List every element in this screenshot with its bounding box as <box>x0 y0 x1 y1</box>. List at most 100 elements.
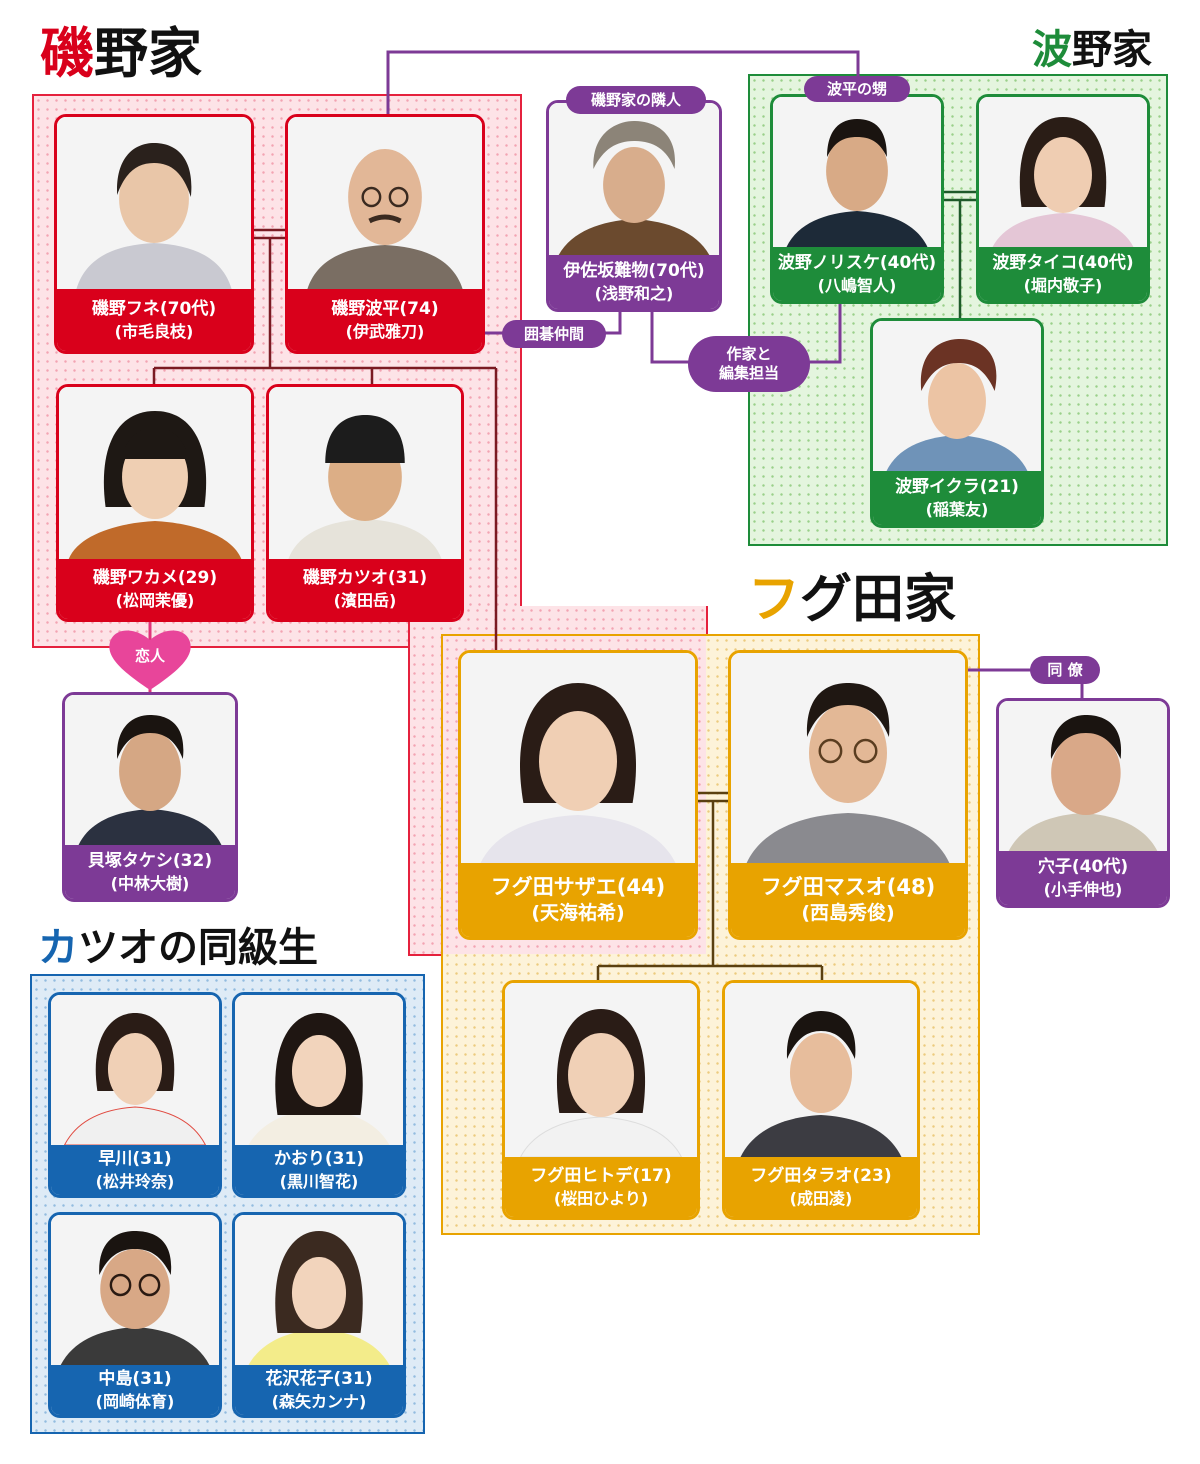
neighbor-label: 磯野家の隣人 <box>566 86 706 114</box>
person-card-fune[interactable]: 磯野フネ(70代) (市毛良枝) <box>54 114 254 354</box>
portrait-icon <box>725 983 917 1157</box>
person-name: フグ田サザエ(44) <box>490 875 666 899</box>
fuguta-marriage-line <box>697 791 729 803</box>
anago-photo <box>999 701 1167 851</box>
actor-name: (市毛良枝) <box>114 321 194 341</box>
person-name: 花沢花子(31) <box>265 1368 373 1389</box>
person-name: 磯野フネ(70代) <box>91 298 217 319</box>
person-card-hayakawa[interactable]: 早川(31) (松井玲奈) <box>48 992 222 1198</box>
masuo-caption: フグ田マスオ(48) (西島秀俊) <box>731 863 965 937</box>
fune-caption: 磯野フネ(70代) (市毛良枝) <box>57 289 251 351</box>
person-card-hanazawa[interactable]: 花沢花子(31) (森矢カンナ) <box>232 1212 406 1418</box>
actor-name: (成田凌) <box>789 1188 853 1208</box>
hanazawa-caption: 花沢花子(31) (森矢カンナ) <box>235 1365 403 1415</box>
portrait-icon <box>549 103 719 255</box>
person-card-hitode[interactable]: フグ田ヒトデ(17) (桜田ひより) <box>502 980 700 1220</box>
fuguta-title-accent: フ <box>748 569 801 630</box>
sazae-caption: フグ田サザエ(44) (天海祐希) <box>461 863 695 937</box>
person-card-masuo[interactable]: フグ田マスオ(48) (西島秀俊) <box>728 650 968 940</box>
kaizuka-photo <box>65 695 235 845</box>
person-name: 磯野ワカメ(29) <box>92 567 218 588</box>
portrait-icon <box>979 97 1147 247</box>
person-card-kaizuka[interactable]: 貝塚タケシ(32) (中林大樹) <box>62 692 238 902</box>
isasaka-photo <box>549 103 719 255</box>
masuo-photo <box>731 653 965 863</box>
namino-title-accent: 波 <box>1032 26 1072 73</box>
norisuke-caption: 波野ノリスケ(40代) (八嶋智人) <box>773 247 941 301</box>
writer-editor-label: 作家と 編集担当 <box>688 336 810 392</box>
actor-name: (西島秀俊) <box>801 902 895 925</box>
classmates-title: カツオの同級生 <box>38 928 318 968</box>
classmates-title-rest: ツオの同級生 <box>78 924 318 971</box>
classmates-title-accent: カ <box>38 924 78 971</box>
person-card-anago[interactable]: 穴子(40代) (小手伸也) <box>996 698 1170 908</box>
writer-editor-label-line2: 編集担当 <box>718 364 779 382</box>
person-name: 波野タイコ(40代) <box>992 252 1134 273</box>
anago-caption: 穴子(40代) (小手伸也) <box>999 851 1167 905</box>
katsuo-caption: 磯野カツオ(31) (濱田岳) <box>269 559 461 619</box>
person-card-katsuo[interactable]: 磯野カツオ(31) (濱田岳) <box>266 384 464 622</box>
person-name: 早川(31) <box>98 1148 172 1169</box>
actor-name: (黒川智花) <box>279 1171 359 1191</box>
actor-name: (天海祐希) <box>531 902 625 925</box>
colleague-label: 同 僚 <box>1030 656 1100 684</box>
person-card-nakajima[interactable]: 中島(31) (岡崎体育) <box>48 1212 222 1418</box>
person-name: かおり(31) <box>273 1148 365 1169</box>
person-card-taiko[interactable]: 波野タイコ(40代) (堀内敬子) <box>976 94 1150 304</box>
actor-name: (岡崎体育) <box>95 1391 175 1411</box>
person-card-namihei[interactable]: 磯野波平(74) (伊武雅刀) <box>285 114 485 354</box>
nakajima-photo <box>51 1215 219 1365</box>
namihei-photo <box>288 117 482 289</box>
actor-name: (森矢カンナ) <box>271 1391 367 1411</box>
person-name: フグ田タラオ(23) <box>750 1165 892 1186</box>
isono-title-rest: 野家 <box>94 21 202 85</box>
heart-icon <box>109 630 191 690</box>
portrait-icon <box>51 995 219 1145</box>
person-name: 波野ノリスケ(40代) <box>777 252 937 273</box>
person-name: 伊佐坂難物(70代) <box>563 260 705 281</box>
person-card-isasaka[interactable]: 伊佐坂難物(70代) (浅野和之) <box>546 100 722 312</box>
nakajima-caption: 中島(31) (岡崎体育) <box>51 1365 219 1415</box>
fuguta-children-line <box>596 801 824 982</box>
portrait-icon <box>999 701 1167 851</box>
lover-label: 恋人 <box>134 646 165 665</box>
portrait-icon <box>731 653 965 863</box>
person-name: フグ田マスオ(48) <box>760 875 936 899</box>
sazae-photo <box>461 653 695 863</box>
actor-name: (中林大樹) <box>110 873 190 893</box>
portrait-icon <box>59 387 251 559</box>
namihei-nephew-line <box>386 50 860 116</box>
portrait-icon <box>65 695 235 845</box>
norisuke-photo <box>773 97 941 247</box>
portrait-icon <box>505 983 697 1157</box>
actor-name: (浅野和之) <box>594 283 674 303</box>
person-card-sazae[interactable]: フグ田サザエ(44) (天海祐希) <box>458 650 698 940</box>
wakame-photo <box>59 387 251 559</box>
person-card-wakame[interactable]: 磯野ワカメ(29) (松岡茉優) <box>56 384 254 622</box>
person-card-kaori[interactable]: かおり(31) (黒川智花) <box>232 992 406 1198</box>
actor-name: (伊武雅刀) <box>345 321 425 341</box>
portrait-icon <box>288 117 482 289</box>
namihei-caption: 磯野波平(74) (伊武雅刀) <box>288 289 482 351</box>
person-card-tarao[interactable]: フグ田タラオ(23) (成田凌) <box>722 980 920 1220</box>
portrait-icon <box>269 387 461 559</box>
taiko-caption: 波野タイコ(40代) (堀内敬子) <box>979 247 1147 301</box>
isono-marriage-line <box>254 228 286 240</box>
actor-name: (松井玲奈) <box>95 1171 175 1191</box>
kaori-caption: かおり(31) (黒川智花) <box>235 1145 403 1195</box>
actor-name: (松岡茉優) <box>115 590 195 610</box>
tarao-caption: フグ田タラオ(23) (成田凌) <box>725 1157 917 1217</box>
ikura-caption: 波野イクラ(21) (稲葉友) <box>873 471 1041 525</box>
go-friends-label: 囲碁仲間 <box>502 320 606 348</box>
hayakawa-caption: 早川(31) (松井玲奈) <box>51 1145 219 1195</box>
isono-family-title: 磯野家 <box>40 26 202 80</box>
portrait-icon <box>51 1215 219 1365</box>
isono-title-accent: 磯 <box>40 21 94 85</box>
person-card-norisuke[interactable]: 波野ノリスケ(40代) (八嶋智人) <box>770 94 944 304</box>
namino-family-title: 波野家 <box>1032 30 1152 70</box>
person-name: 磯野波平(74) <box>331 298 439 319</box>
hitode-photo <box>505 983 697 1157</box>
portrait-icon <box>461 653 695 863</box>
person-card-ikura[interactable]: 波野イクラ(21) (稲葉友) <box>870 318 1044 528</box>
portrait-icon <box>773 97 941 247</box>
